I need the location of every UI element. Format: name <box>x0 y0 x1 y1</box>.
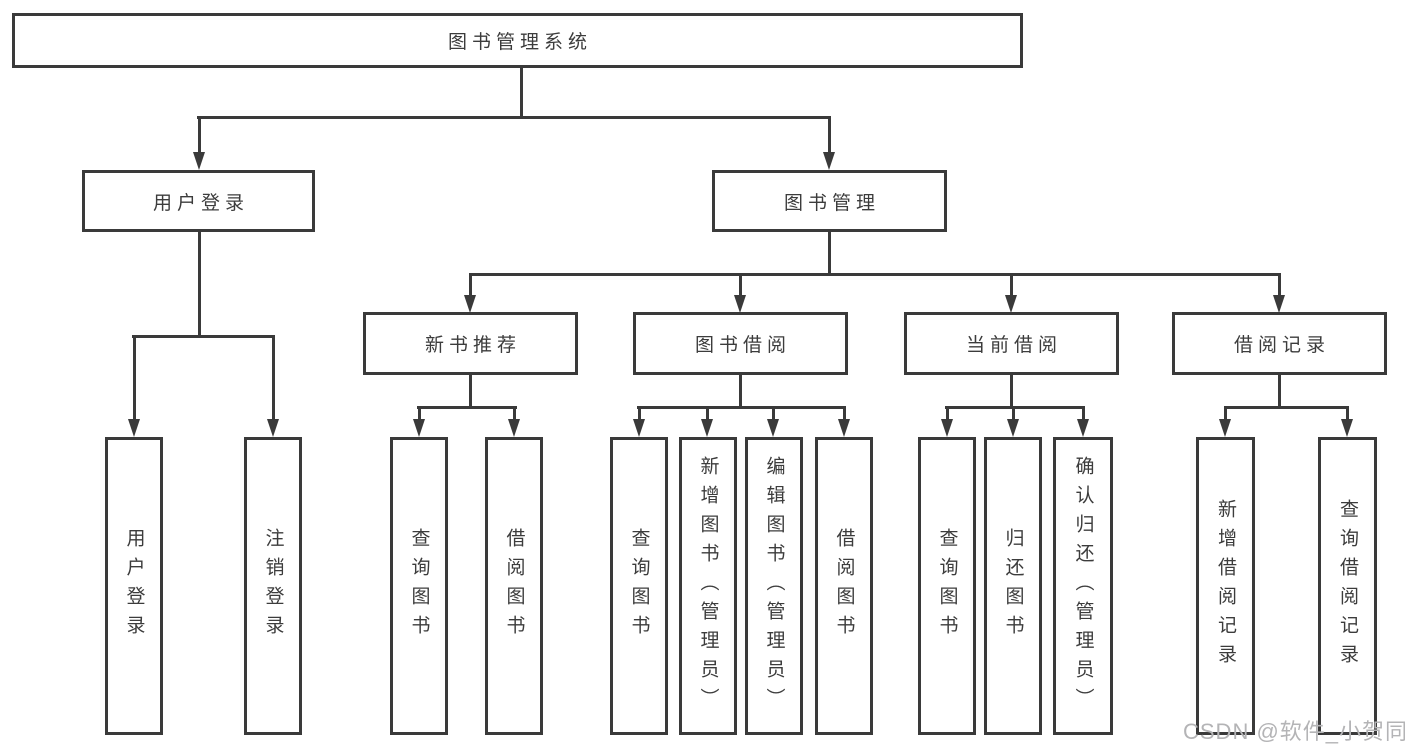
connector-line <box>1278 273 1281 297</box>
arrowhead-down-icon <box>1341 419 1353 437</box>
node-current-borrowing: 当前借阅 <box>904 312 1119 375</box>
leaf-logout: 注销登录 <box>244 437 302 735</box>
connector-line <box>520 68 523 119</box>
leaf-return-books: 归还图书 <box>984 437 1042 735</box>
connector-line <box>197 116 831 119</box>
leaf-user-login: 用户登录 <box>105 437 163 735</box>
arrowhead-down-icon <box>464 295 476 313</box>
connector-line <box>1010 375 1013 409</box>
leaf-borrow-books-2: 借阅图书 <box>815 437 873 735</box>
arrowhead-down-icon <box>1007 419 1019 437</box>
arrowhead-down-icon <box>508 419 520 437</box>
leaf-search-borrow-record: 查询借阅记录 <box>1318 437 1377 735</box>
arrowhead-down-icon <box>413 419 425 437</box>
connector-line <box>1278 375 1281 409</box>
node-new-book-recommendation: 新书推荐 <box>363 312 578 375</box>
arrowhead-down-icon <box>734 295 746 313</box>
connector-line <box>706 406 709 421</box>
connector-line <box>469 375 472 409</box>
arrowhead-down-icon <box>838 419 850 437</box>
arrowhead-down-icon <box>267 419 279 437</box>
leaf-add-book-admin: 新增图书（管理员） <box>679 437 737 735</box>
connector-line <box>198 232 201 338</box>
node-user-login: 用户登录 <box>82 170 315 232</box>
leaf-search-books-1: 查询图书 <box>390 437 448 735</box>
arrowhead-down-icon <box>193 152 205 170</box>
arrowhead-down-icon <box>1273 295 1285 313</box>
connector-line <box>946 406 949 421</box>
connector-line <box>272 335 275 421</box>
node-borrowing-records: 借阅记录 <box>1172 312 1387 375</box>
connector-line <box>637 406 846 409</box>
arrowhead-down-icon <box>1077 419 1089 437</box>
leaf-add-borrow-record: 新增借阅记录 <box>1196 437 1255 735</box>
arrowhead-down-icon <box>823 152 835 170</box>
connector-line <box>469 273 1281 276</box>
connector-line <box>469 273 472 297</box>
connector-line <box>1012 406 1015 421</box>
node-book-management: 图书管理 <box>712 170 947 232</box>
connector-line <box>739 375 742 409</box>
arrowhead-down-icon <box>767 419 779 437</box>
connector-line <box>133 335 136 421</box>
arrowhead-down-icon <box>128 419 140 437</box>
connector-line <box>513 406 516 421</box>
connector-line <box>132 335 275 338</box>
connector-line <box>198 116 201 154</box>
arrowhead-down-icon <box>941 419 953 437</box>
leaf-borrow-books-1: 借阅图书 <box>485 437 543 735</box>
connector-line <box>828 232 831 276</box>
connector-line <box>418 406 421 421</box>
connector-line <box>945 406 1085 409</box>
connector-line <box>828 116 831 154</box>
connector-line <box>638 406 641 421</box>
connector-line <box>1082 406 1085 421</box>
watermark: CSDN @软件_小贺同学 <box>1183 719 1405 744</box>
node-library-management-system: 图书管理系统 <box>12 13 1023 68</box>
connector-line <box>739 273 742 297</box>
arrowhead-down-icon <box>1005 295 1017 313</box>
arrowhead-down-icon <box>1219 419 1231 437</box>
arrowhead-down-icon <box>701 419 713 437</box>
arrowhead-down-icon <box>633 419 645 437</box>
connector-line <box>417 406 517 409</box>
connector-line <box>1010 273 1013 297</box>
leaf-search-books-2: 查询图书 <box>610 437 668 735</box>
leaf-confirm-return-admin: 确认归还（管理员） <box>1053 437 1113 735</box>
connector-line <box>843 406 846 421</box>
leaf-edit-book-admin: 编辑图书（管理员） <box>745 437 803 735</box>
leaf-search-books-3: 查询图书 <box>918 437 976 735</box>
connector-line <box>1346 406 1349 421</box>
connector-line <box>1224 406 1349 409</box>
connector-line <box>772 406 775 421</box>
connector-line <box>1224 406 1227 421</box>
node-book-borrowing: 图书借阅 <box>633 312 848 375</box>
